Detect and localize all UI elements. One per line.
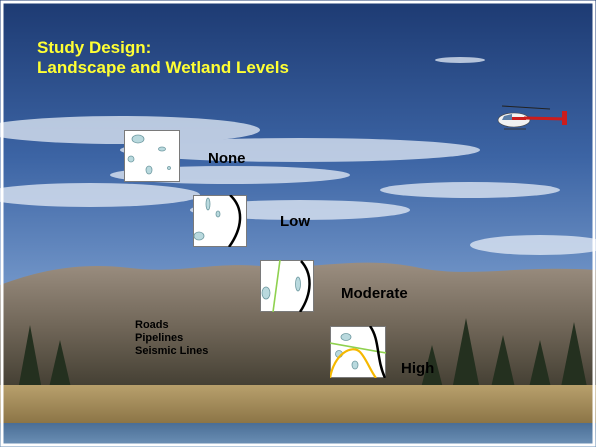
- slide-title-line-1: Study Design:: [37, 38, 152, 57]
- panel-moderate: [260, 260, 314, 312]
- panel-low: [193, 195, 247, 247]
- level-label-none: None: [208, 150, 246, 167]
- panel-high: [330, 326, 386, 378]
- legend-seismic-lines: Seismic Lines: [135, 345, 209, 357]
- disturbance-legend: Roads Pipelines Seismic Lines: [135, 319, 208, 358]
- panel-none: [124, 130, 180, 182]
- level-label-high: High: [401, 360, 435, 377]
- level-label-moderate: Moderate: [341, 285, 408, 302]
- helicopter-icon: [497, 105, 567, 130]
- slide-title-line-2: Landscape and Wetland Levels: [37, 58, 289, 77]
- legend-roads: Roads: [135, 319, 169, 331]
- level-label-low: Low: [280, 213, 310, 230]
- legend-pipelines: Pipelines: [135, 332, 184, 344]
